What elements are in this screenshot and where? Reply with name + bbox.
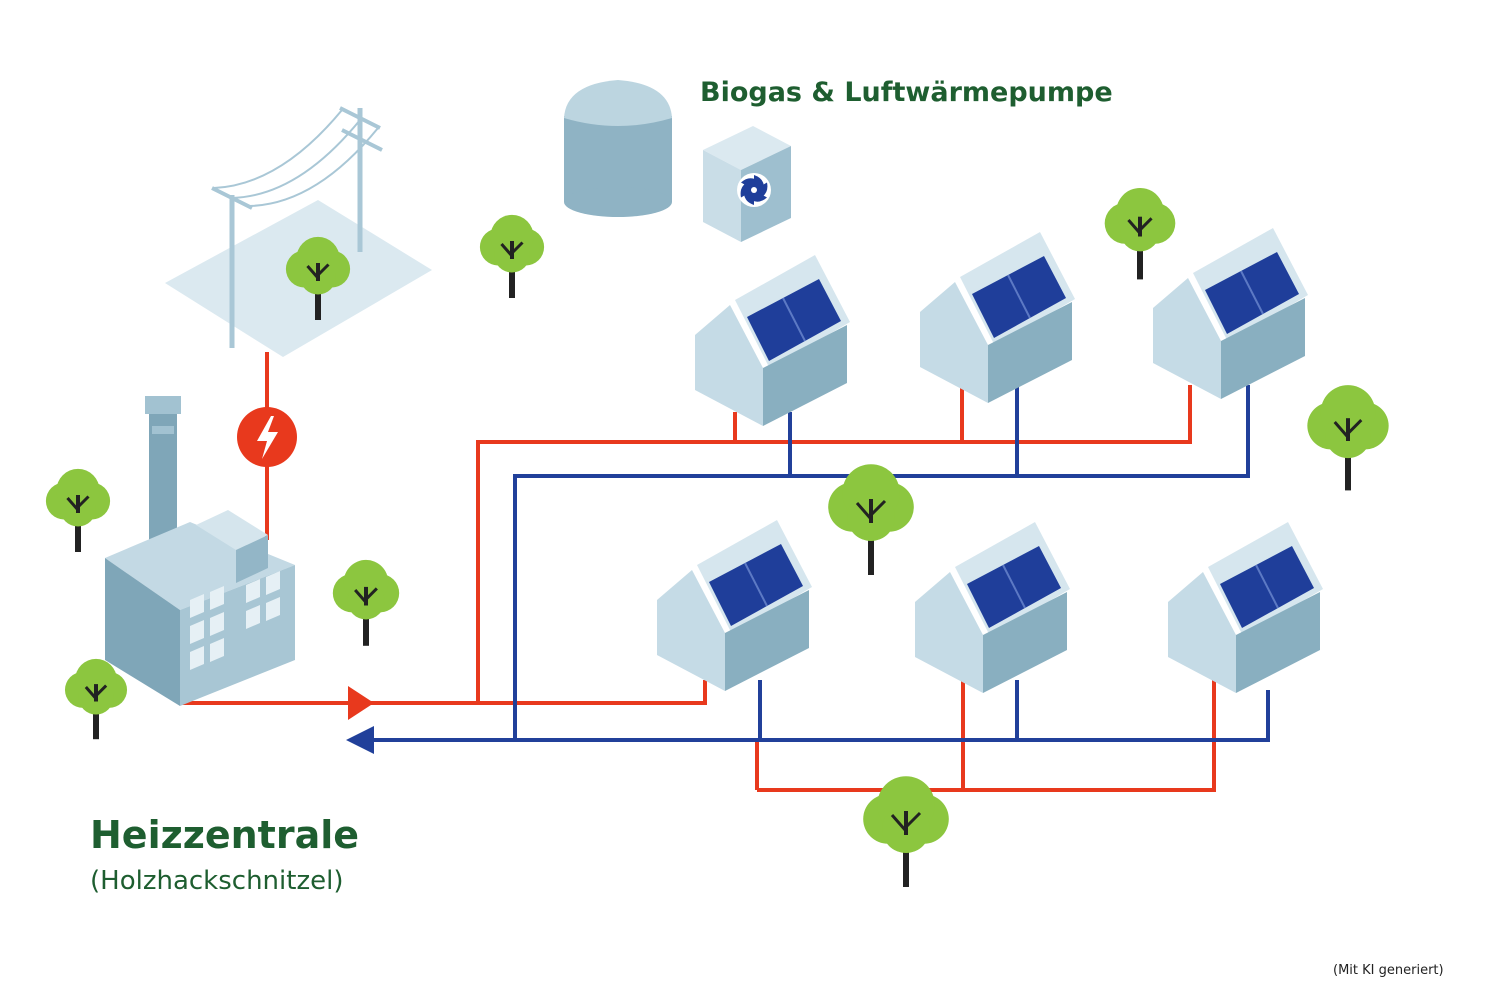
house-side — [725, 590, 809, 691]
trees — [45, 187, 1389, 887]
tree — [285, 236, 351, 320]
ai-generated-note: (Mit KI generiert) — [1333, 963, 1444, 978]
plant-window — [246, 579, 260, 603]
return-arrow — [346, 726, 374, 754]
house-front — [920, 282, 988, 403]
power-wire — [249, 127, 379, 207]
biogas-tank — [564, 80, 672, 217]
lightning-glyph — [257, 416, 278, 459]
lightning-icon — [237, 407, 297, 467]
supply-pipe — [180, 680, 707, 705]
house — [920, 232, 1075, 403]
house — [695, 255, 850, 426]
power-wire — [213, 109, 343, 189]
house-side — [988, 302, 1072, 403]
tree-stem — [76, 495, 80, 513]
tree-stem — [869, 499, 873, 523]
heat-pump-front — [703, 150, 741, 242]
tree-stem — [510, 241, 514, 259]
house-front — [695, 305, 763, 426]
fan-blade — [741, 178, 756, 190]
plant-side — [180, 565, 295, 706]
power-crossarm-right — [339, 106, 381, 130]
tree-stem — [1138, 216, 1142, 237]
heating-central-subtitle: (Holzhackschnitzel) — [90, 866, 344, 896]
return-pipe — [513, 385, 1250, 740]
house — [1153, 228, 1308, 399]
solar-panel-divider — [1007, 274, 1031, 319]
power-wire — [231, 119, 361, 199]
house — [657, 520, 812, 691]
tank-base — [564, 187, 672, 217]
tank-dome — [564, 80, 672, 126]
house-front — [1168, 572, 1236, 693]
tree-stem — [904, 811, 908, 835]
heat-pump-top — [703, 126, 791, 170]
house-front — [657, 570, 725, 691]
plant-annex-top — [196, 510, 268, 550]
tree — [828, 464, 914, 575]
house-side — [1221, 298, 1305, 399]
solar-panel-divider — [1002, 564, 1026, 609]
supply-pipe — [476, 385, 1192, 703]
house-front — [915, 572, 983, 693]
house — [1168, 522, 1323, 693]
plant-window — [190, 646, 204, 670]
chimney-top — [145, 396, 181, 414]
plant-window — [190, 594, 204, 618]
solar-panel-divider — [1240, 270, 1264, 315]
house-front — [1153, 278, 1221, 399]
return-pipe — [362, 690, 1270, 742]
tree — [863, 776, 949, 887]
air-heat-pump — [703, 126, 791, 242]
tree — [332, 559, 400, 646]
fan-blade — [740, 183, 754, 198]
houses — [657, 228, 1323, 693]
plant-window — [210, 586, 224, 610]
tree-stem — [364, 586, 368, 606]
plant-window — [246, 605, 260, 629]
pipe-network — [180, 385, 1270, 792]
solar-panel-divider — [782, 297, 806, 342]
supply-pipe — [757, 680, 1216, 792]
plant-window — [266, 597, 280, 621]
house-side — [983, 592, 1067, 693]
plant-annex-side — [236, 535, 268, 583]
house — [915, 522, 1070, 693]
power-line-area — [165, 106, 432, 540]
tree-branch — [1333, 419, 1363, 439]
plant-roof — [105, 522, 295, 610]
tree — [64, 658, 128, 740]
supply-arrow — [348, 686, 374, 720]
fan-hub — [751, 187, 757, 193]
tree-stem — [316, 263, 320, 281]
plant-window — [210, 612, 224, 636]
house-side — [763, 325, 847, 426]
heating-central-title: Heizzentrale — [90, 813, 360, 857]
tree — [45, 468, 111, 552]
chimney-ring — [152, 426, 174, 434]
tree-stem — [1346, 418, 1350, 441]
solar-panel-divider — [1255, 564, 1279, 609]
fan-blade — [754, 182, 768, 197]
tree-branch — [890, 811, 922, 832]
plant-front — [105, 558, 180, 706]
tree-stem — [94, 684, 98, 702]
fan-blade — [752, 190, 767, 202]
plant-window — [266, 571, 280, 595]
tree — [479, 214, 545, 298]
tree — [1104, 187, 1176, 280]
tree-branch — [855, 499, 887, 520]
plant-window — [190, 620, 204, 644]
heating-plant — [105, 396, 295, 706]
tree — [1307, 385, 1389, 491]
biogas-heatpump-label: Biogas & Luftwärmepumpe — [700, 77, 1113, 108]
house-side — [1236, 592, 1320, 693]
plant-window — [210, 638, 224, 662]
solar-panel-divider — [744, 562, 768, 607]
